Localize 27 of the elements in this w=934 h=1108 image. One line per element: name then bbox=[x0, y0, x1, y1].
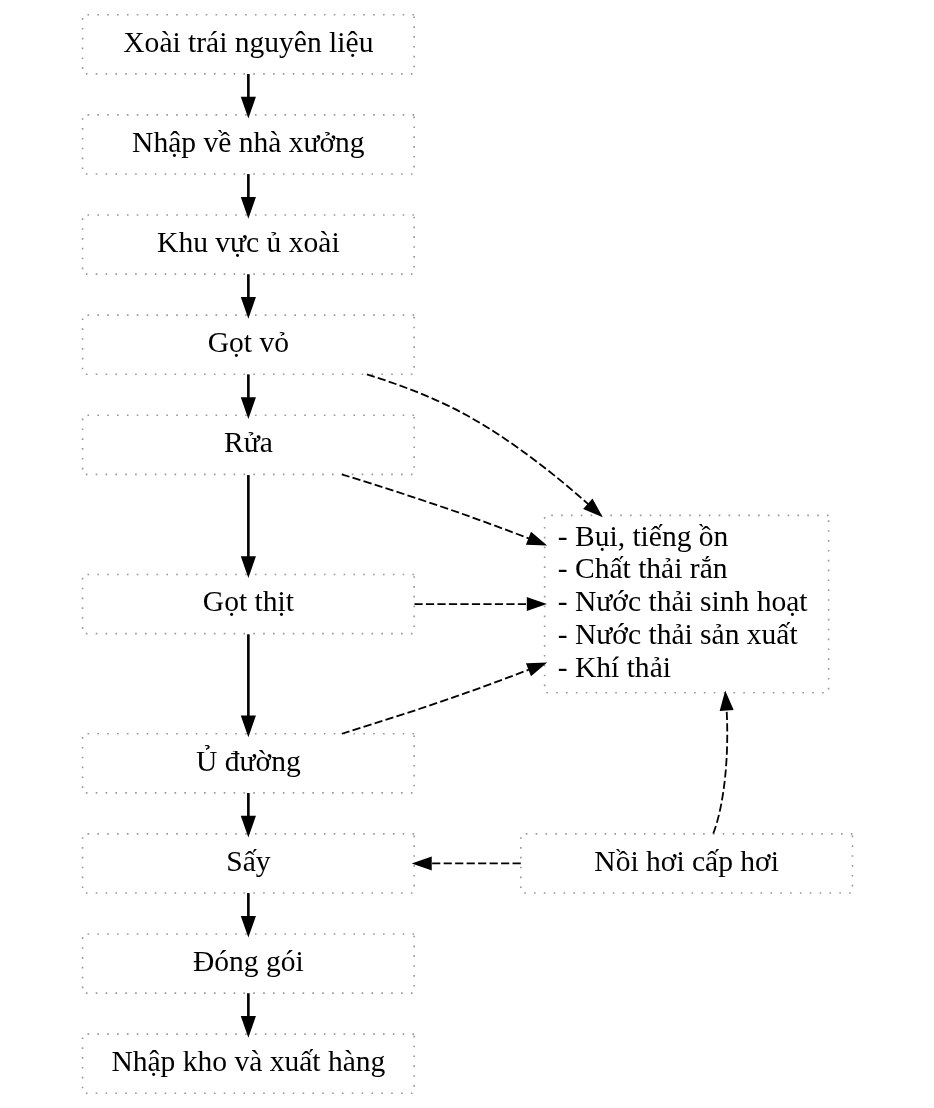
node-box: Gọt thịt bbox=[81, 573, 415, 635]
arrow bbox=[711, 690, 734, 835]
arrow bbox=[240, 634, 256, 738]
node-box: Khu vực ủ xoài bbox=[81, 214, 415, 275]
arrow bbox=[413, 597, 547, 612]
node-box: Nhập về nhà xưởng bbox=[81, 114, 415, 175]
arrow bbox=[240, 374, 256, 419]
node-box: Ủ đường bbox=[81, 732, 415, 794]
arrow bbox=[340, 473, 547, 546]
arrow bbox=[340, 662, 547, 735]
node-box: Rửa bbox=[81, 414, 415, 476]
arrow bbox=[240, 475, 256, 578]
arrow bbox=[411, 856, 522, 871]
node-box: Đóng gói bbox=[81, 933, 415, 994]
arrow bbox=[240, 792, 256, 838]
arrow bbox=[240, 73, 256, 119]
node-box: Xoài trái nguyên liệu bbox=[81, 13, 415, 75]
node-box: Nhập kho và xuất hàng bbox=[81, 1033, 415, 1095]
node-box: - Bụi, tiếng ồn - Chất thải rắn - Nước thải sinh hoạt - Nước thải sản xuất - Khí thải bbox=[543, 514, 829, 694]
arrow bbox=[240, 274, 256, 319]
node-box: Sấy bbox=[81, 833, 415, 894]
arrow bbox=[240, 174, 256, 219]
arrow bbox=[240, 893, 256, 938]
node-box: Gọt vỏ bbox=[81, 314, 415, 376]
arrow bbox=[240, 993, 256, 1038]
node-box: Nồi hơi cấp hơi bbox=[519, 833, 853, 894]
arrow bbox=[365, 373, 603, 518]
